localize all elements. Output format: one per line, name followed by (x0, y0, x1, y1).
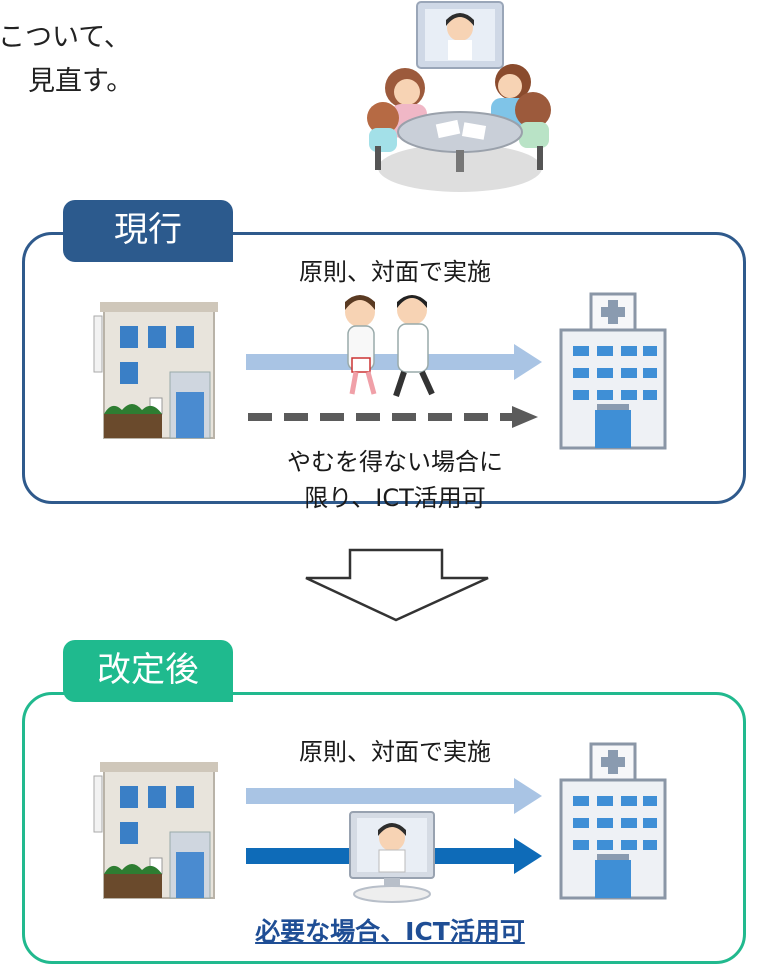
care-facility-icon-revised (93, 762, 218, 899)
care-facility-icon (93, 302, 218, 439)
exception-dashed-arrow (248, 406, 538, 428)
revised-emphasis-label: 必要な場合、ICT活用可 (255, 917, 525, 946)
intro-text-line1: こついて、 (0, 22, 131, 53)
principle-arrow-current (246, 344, 542, 380)
hospital-icon-revised (559, 742, 667, 900)
revised-principle-label: 原則、対面で実施 (299, 738, 491, 766)
doctor-on-monitor-icon (349, 811, 435, 903)
hospital-icon (559, 292, 667, 450)
doctor-nurse-walking-icon (345, 295, 435, 397)
current-principle-label: 原則、対面で実施 (299, 258, 491, 286)
down-arrow-icon (305, 548, 489, 622)
current-exception-line2: 限り、ICT活用可 (304, 484, 486, 512)
principle-arrow-revised (246, 778, 542, 814)
current-exception-line1: やむを得ない場合に (287, 448, 503, 476)
current-tag: 現行 (63, 200, 233, 262)
meeting-illustration-icon (367, 1, 551, 192)
intro-text-line2: 見直す。 (28, 66, 134, 97)
revised-tag: 改定後 (63, 640, 233, 702)
